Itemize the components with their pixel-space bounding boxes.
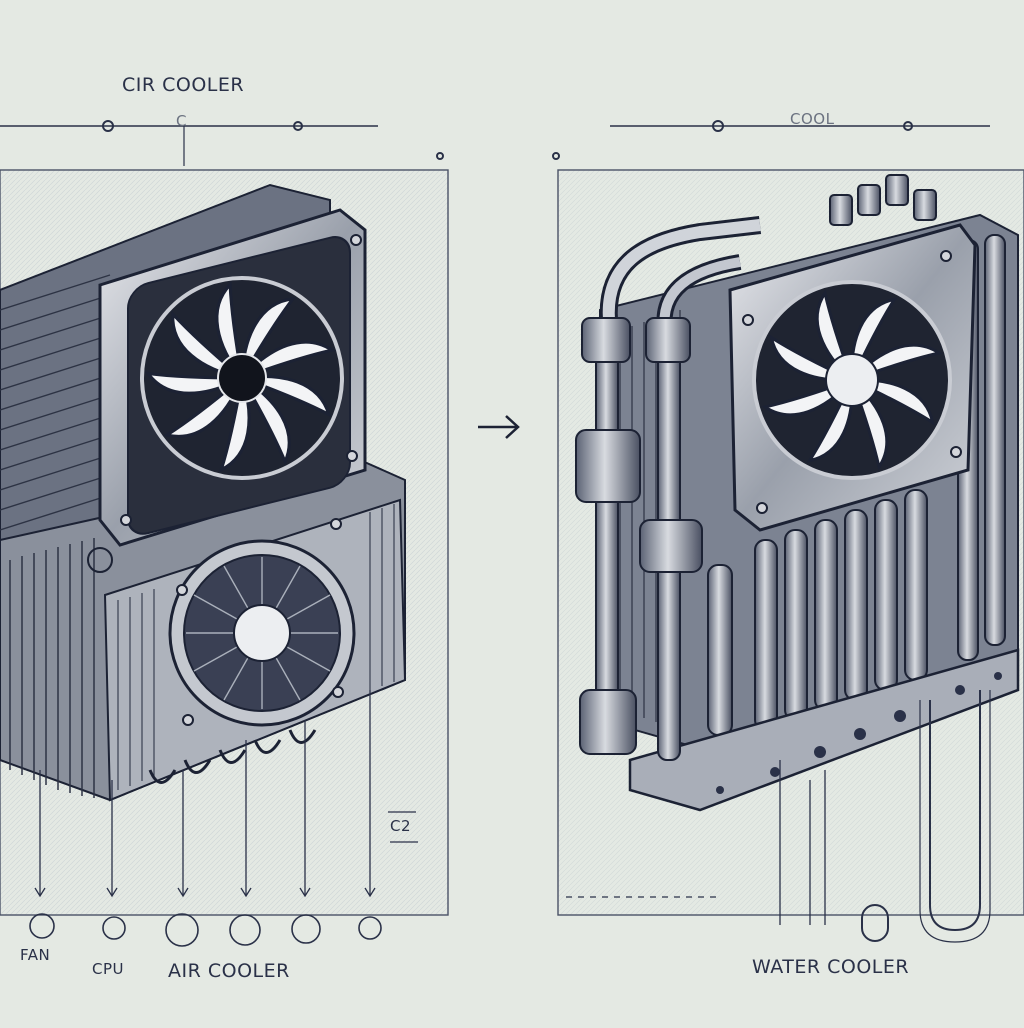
top-left-marker-label: C — [176, 112, 187, 130]
cpu-label: CPU — [92, 960, 124, 978]
air-cooler-label: AIR COOLER — [168, 960, 290, 982]
fan-marker-icon — [29, 913, 55, 939]
top-right-title: COOL — [790, 110, 835, 128]
air-cooler-round-fan — [87, 518, 356, 727]
fan-label: FAN — [20, 946, 51, 964]
water-cooler-tubes — [575, 216, 762, 761]
cpu-marker-icon — [102, 916, 126, 940]
arrow-icon — [478, 415, 520, 439]
fan-grid-marker-2-icon — [291, 914, 321, 944]
air-cooler-top-fan — [98, 208, 367, 547]
copyright-marker-icon — [165, 913, 199, 947]
blank-marker-icon — [358, 916, 382, 940]
side-note-label: C2 — [390, 817, 412, 835]
fan-grid-marker-icon — [229, 914, 261, 946]
water-cooler-callouts — [779, 690, 991, 943]
top-left-title: CIR COOLER — [122, 74, 245, 96]
water-cooler-label: WATER COOLER — [752, 956, 910, 978]
air-cooler-callouts — [34, 690, 418, 898]
water-cooler-fan — [728, 223, 977, 532]
